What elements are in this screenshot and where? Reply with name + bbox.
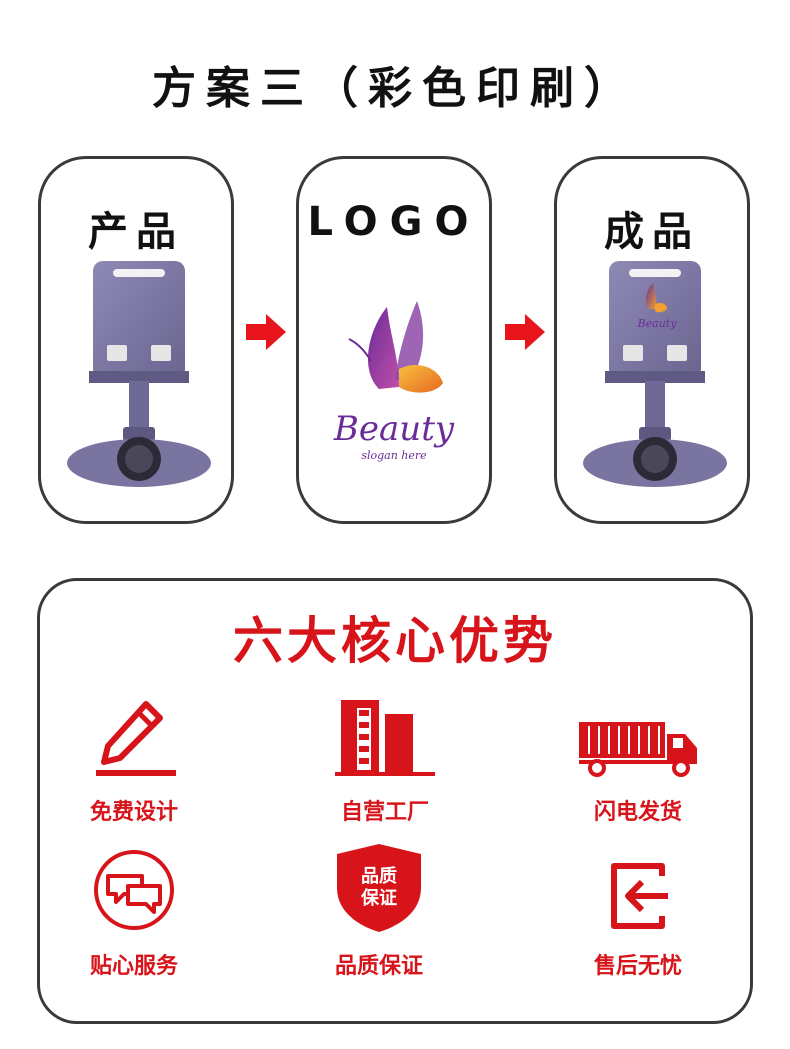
factory-icon bbox=[335, 700, 435, 776]
butterfly-logo-icon bbox=[348, 301, 443, 393]
feature-service: 贴心服务 bbox=[34, 848, 234, 979]
printed-logo-text: Beauty bbox=[637, 317, 678, 330]
logo-text: Beauty bbox=[333, 409, 455, 449]
arrow-right-icon bbox=[505, 314, 545, 350]
feature-fast-shipping: 闪电发货 bbox=[538, 698, 738, 825]
card-product: 产品 bbox=[38, 156, 234, 524]
feature-quality: 品质 保证 品质保证 bbox=[279, 842, 479, 979]
feature-label: 售后无忧 bbox=[593, 954, 682, 979]
phone-stand-image bbox=[67, 261, 211, 487]
feature-label: 免费设计 bbox=[89, 800, 178, 825]
card-finished: 成品 Beauty bbox=[554, 156, 750, 524]
feature-free-design: 免费设计 bbox=[34, 698, 234, 825]
advantages-panel: 六大核心优势 bbox=[37, 578, 753, 1024]
shield-text-line1: 品质 bbox=[361, 866, 397, 887]
page-title: 方案三（彩色印刷） bbox=[152, 63, 638, 114]
feature-after-sales: 售后无忧 bbox=[538, 858, 738, 979]
logo-slogan: slogan here bbox=[361, 449, 427, 462]
advantages-title: 六大核心优势 bbox=[233, 612, 557, 670]
card-product-label: 产品 bbox=[88, 209, 184, 255]
feature-own-factory: 自营工厂 bbox=[285, 698, 485, 825]
feature-label: 贴心服务 bbox=[89, 954, 178, 979]
arrow-right-icon bbox=[246, 314, 286, 350]
shield-text-line2: 保证 bbox=[360, 887, 397, 909]
truck-icon bbox=[579, 722, 697, 777]
shield-icon: 品质 保证 bbox=[337, 844, 421, 932]
feature-label: 闪电发货 bbox=[593, 800, 682, 825]
pencil-icon bbox=[96, 701, 176, 776]
chat-icon bbox=[94, 850, 174, 930]
return-icon bbox=[611, 863, 668, 929]
feature-label: 自营工厂 bbox=[340, 800, 429, 825]
printed-stand-image: Beauty bbox=[583, 261, 727, 487]
feature-label: 品质保证 bbox=[334, 954, 423, 979]
card-logo: LOGO Beauty slogan here bbox=[296, 156, 492, 524]
card-finished-label: 成品 bbox=[604, 209, 700, 255]
card-logo-label: LOGO bbox=[307, 199, 481, 245]
